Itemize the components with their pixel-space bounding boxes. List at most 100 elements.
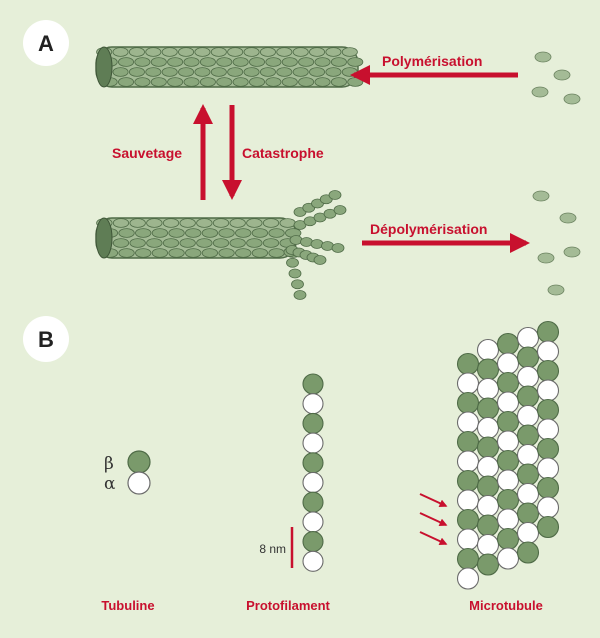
frayed-subunit [286,257,299,268]
svg-text:A: A [38,31,54,56]
lattice-subunit [476,533,500,557]
free-dimer [553,69,571,81]
polymerisation-label: Polymérisation [382,53,482,69]
free-tubulin-dimers-top [531,51,581,105]
tubulin-subunit [246,238,263,248]
tubulin-subunit [330,57,347,67]
free-tubulin-dimers-bottom [532,190,581,296]
tubulin-subunit [196,218,213,228]
frayed-subunit [310,239,324,249]
tubulin-subunit [135,228,152,238]
lattice-subunit [456,450,480,473]
tubulin-subunit [167,57,184,67]
frayed-subunit [300,237,313,247]
lattice-subunit [536,476,560,500]
sauvetage-label: Sauvetage [112,145,182,161]
lattice-subunit [496,371,520,395]
tubulin-subunit [134,57,151,67]
microtubule-label: Microtubule [469,598,543,613]
microtubule-polymerizing [95,46,364,88]
lattice-subunit [496,352,520,375]
protofilament [302,373,324,572]
seam-arrow-3 [419,531,448,545]
tubulin-subunit [162,218,180,228]
lattice-subunit [516,443,540,467]
tubulin-subunit [229,218,246,228]
frayed-subunit [291,279,304,290]
frayed-subunit [288,268,302,279]
tubulin-subunit [298,57,315,67]
tubulin-subunit [210,67,227,77]
lattice-subunit [516,521,540,545]
tubulin-subunit [146,238,163,248]
lattice-subunit [476,455,500,479]
lattice-subunit [456,352,480,376]
lattice-subunit [516,502,540,525]
lattice-subunit [476,494,500,518]
svg-text:B: B [38,327,54,352]
tubulin-subunit [112,238,130,248]
lattice-subunit [476,338,500,362]
lattice-subunit [536,398,560,422]
tubulin-subunit [243,47,260,57]
tubulin-subunit [235,248,252,258]
tubulin-subunit [118,228,135,238]
alpha-tubulin [127,471,151,495]
tubulin-subunit [161,47,178,57]
lattice-subunit [456,489,480,512]
lattice-subunit [456,528,480,551]
tubulin-subunit [201,248,219,258]
protofilament-subunit [302,432,324,454]
tubulin-subunit [129,238,146,248]
lattice-subunit [536,496,560,519]
tubulin-subunit [279,218,296,228]
tubulin-subunit [251,248,269,258]
tubulin-subunit [249,57,266,67]
panel-a-badge: A [23,20,69,66]
free-dimer [531,86,549,98]
lattice-subunit [516,463,540,486]
depolymerisation-label: Dépolymérisation [370,221,487,237]
tubulin-subunit [146,218,163,228]
beta-symbol: β [104,454,114,474]
tubulin-subunit [259,67,276,77]
lattice-subunit [496,449,520,473]
tubulin-subunit [265,77,282,87]
microtubule-end [95,46,113,88]
free-dimer [547,284,565,296]
tubulin-subunit [168,228,185,238]
lattice-subunit [516,385,540,408]
tubulin-subunit [128,67,145,77]
frayed-subunit [333,205,347,215]
tubulin-subunit [347,77,364,87]
tubulin-subunit [183,77,200,87]
lattice-subunit [476,436,500,459]
microtubule-end [95,217,113,259]
free-dimer [534,51,552,63]
tubulin-subunit [194,67,211,77]
lattice-subunit [496,488,520,512]
tubulin-subunit [325,47,342,57]
frayed-subunit [331,243,345,253]
lattice-subunit [496,391,520,414]
lattice-subunit [536,515,560,539]
protofilament-subunit [302,511,324,533]
tubulin-subunit [128,47,145,57]
tubulin-subunit [216,77,233,87]
tubulin-subunit [251,228,269,238]
lattice-subunit [496,547,520,570]
tubulin-subunit [235,228,252,238]
tubulin-subunit [150,77,167,87]
lattice-subunit [476,377,500,401]
tubulin-subunit [330,77,347,87]
lattice-subunit [536,359,560,383]
lattice-subunit [516,424,540,447]
beta-tubulin [127,450,151,474]
tubulin-subunit [314,57,331,67]
tubulin-subunit [298,77,315,87]
tubulin-subunit [259,47,276,57]
tubulin-subunit [249,77,266,87]
lattice-subunit [456,372,480,395]
protofilament-subunit [302,412,324,434]
